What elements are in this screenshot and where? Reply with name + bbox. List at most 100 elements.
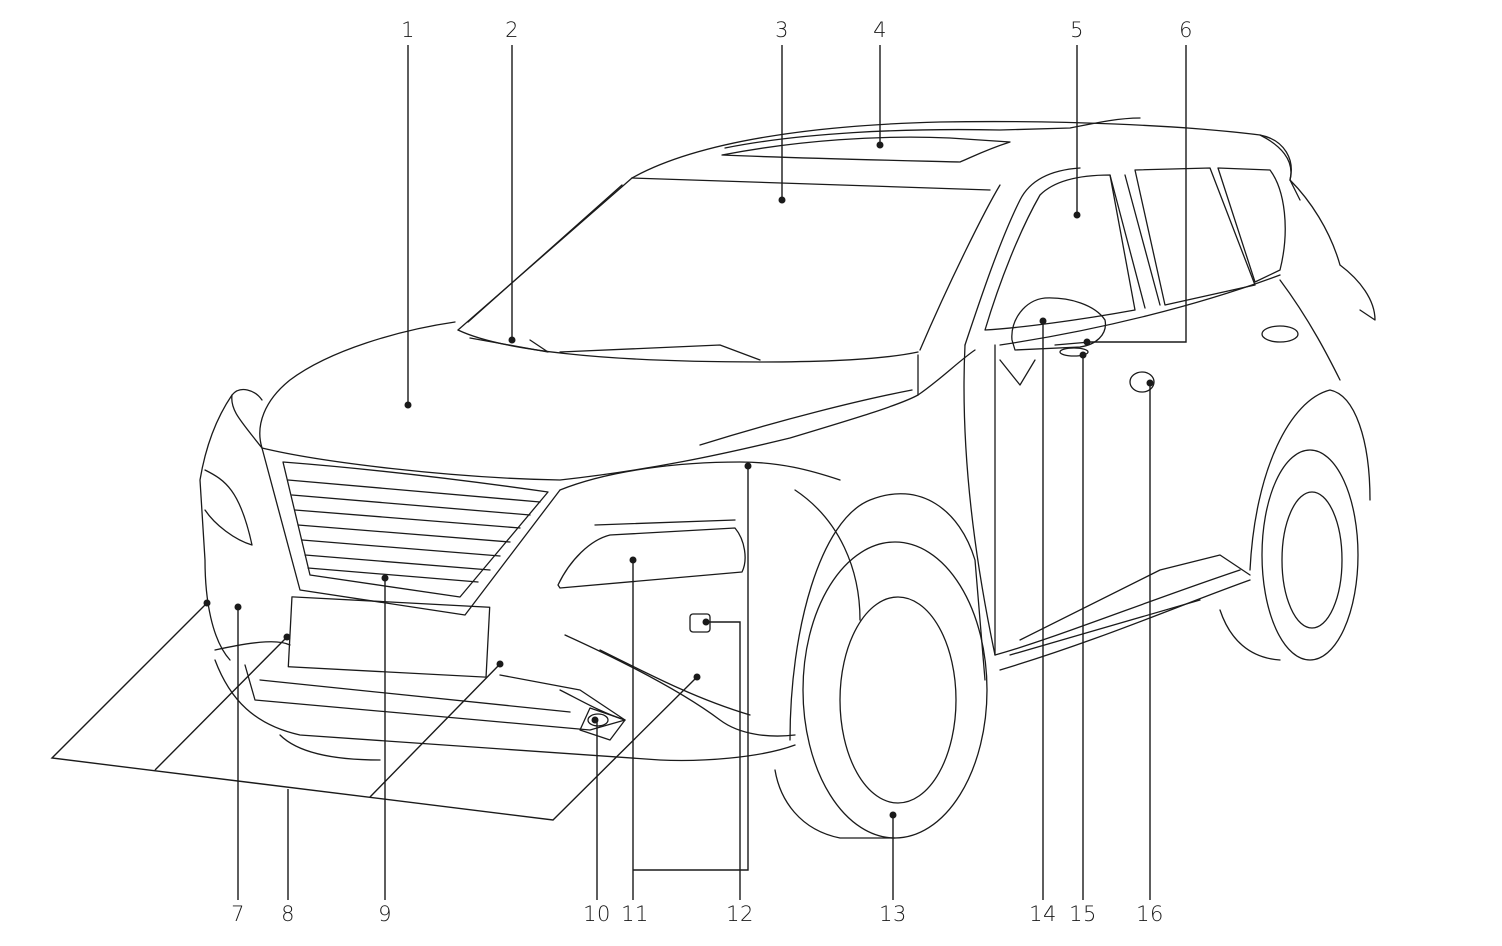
suv-line-drawing bbox=[199, 117, 1376, 839]
grille-bar bbox=[301, 539, 501, 557]
b-pillar-2 bbox=[1124, 174, 1161, 306]
front-door-body bbox=[963, 344, 996, 656]
tire-side bbox=[774, 769, 896, 839]
dot-16 bbox=[1146, 379, 1154, 387]
hood-edge bbox=[261, 394, 919, 481]
callout-label-14: 14 bbox=[1029, 902, 1057, 926]
grille-inner bbox=[282, 461, 549, 598]
lower-grille-inner bbox=[259, 679, 571, 713]
fuel-lid bbox=[1129, 371, 1155, 393]
front-lip-lower bbox=[279, 734, 381, 761]
dot-12b bbox=[702, 618, 710, 626]
grille-bar bbox=[297, 524, 511, 543]
dot-8d bbox=[693, 673, 701, 681]
grille-bar bbox=[291, 494, 531, 516]
sunroof bbox=[721, 136, 1011, 163]
left-headlight bbox=[231, 388, 263, 449]
rear-wheel-arch bbox=[1249, 389, 1371, 571]
grille-bar bbox=[304, 554, 491, 571]
callout-label-8: 8 bbox=[281, 902, 295, 926]
callout-label-3: 3 bbox=[775, 18, 789, 42]
mirror-base bbox=[999, 359, 1036, 386]
hood-outline bbox=[259, 321, 456, 449]
callout-label-12: 12 bbox=[726, 902, 754, 926]
rear-tire-side bbox=[1219, 609, 1281, 661]
rear-door-handle bbox=[1261, 325, 1299, 343]
rear-pillar bbox=[1289, 179, 1341, 266]
dot-6 bbox=[1083, 338, 1091, 346]
grille-bar bbox=[287, 479, 541, 503]
callout-label-9: 9 bbox=[378, 902, 392, 926]
dot-10 bbox=[591, 716, 599, 724]
callout-label-6: 6 bbox=[1179, 18, 1193, 42]
dot-2 bbox=[508, 336, 516, 344]
bumper-crease bbox=[564, 634, 796, 737]
fog-surround bbox=[579, 707, 626, 741]
grille-bar bbox=[294, 509, 521, 529]
body-side-upper bbox=[917, 349, 976, 396]
right-headlight bbox=[557, 527, 746, 589]
callout-label-5: 5 bbox=[1070, 18, 1084, 42]
rear-rim bbox=[1281, 491, 1343, 629]
body-side-lower bbox=[994, 569, 1241, 656]
window-beltline bbox=[999, 274, 1281, 346]
dot-8a bbox=[203, 599, 211, 607]
leader-8b bbox=[154, 636, 288, 771]
front-tire bbox=[802, 541, 988, 839]
windshield-top bbox=[631, 177, 991, 191]
dot-12a bbox=[744, 462, 752, 470]
dot-1 bbox=[404, 401, 412, 409]
side-step bbox=[1019, 554, 1251, 641]
dot-11 bbox=[629, 556, 637, 564]
callout-label-13: 13 bbox=[879, 902, 907, 926]
dot-4 bbox=[876, 141, 884, 149]
leader-12 bbox=[706, 621, 741, 900]
callout-label-16: 16 bbox=[1136, 902, 1164, 926]
rocker-panel bbox=[999, 579, 1251, 671]
b-pillar bbox=[1109, 174, 1146, 309]
fog-light bbox=[587, 713, 609, 727]
leader-6 bbox=[1087, 45, 1187, 343]
front-rim bbox=[839, 596, 957, 804]
dot-8b bbox=[283, 633, 291, 641]
rear-door-window bbox=[1134, 167, 1256, 306]
leader-8c bbox=[369, 663, 501, 798]
dot-5 bbox=[1073, 211, 1081, 219]
license-plate bbox=[287, 596, 491, 678]
rear-light bbox=[1339, 264, 1376, 321]
dot-7 bbox=[234, 603, 242, 611]
side-step-2 bbox=[1009, 599, 1201, 656]
roof-rail bbox=[724, 117, 1141, 149]
windshield-right-pillar bbox=[919, 184, 1001, 351]
dot-9 bbox=[381, 574, 389, 582]
callout-label-11: 11 bbox=[621, 902, 649, 926]
grille-outer bbox=[261, 447, 561, 616]
callout-label-1: 1 bbox=[401, 18, 415, 42]
hood-line bbox=[699, 389, 913, 446]
bumper-lower bbox=[214, 641, 291, 651]
lower-grille bbox=[244, 664, 626, 731]
callout-label-4: 4 bbox=[873, 18, 887, 42]
front-door-window bbox=[984, 174, 1136, 331]
wiper-right bbox=[559, 344, 761, 361]
leader-11-12 bbox=[633, 466, 749, 871]
front-port bbox=[689, 613, 711, 633]
rear-tire bbox=[1261, 449, 1359, 661]
rear-quarter bbox=[1279, 279, 1341, 381]
dot-3 bbox=[778, 196, 786, 204]
a-pillar bbox=[964, 167, 1081, 346]
dot-8c bbox=[496, 660, 504, 668]
front-door-handle bbox=[1059, 347, 1089, 357]
leader-10 bbox=[595, 719, 598, 900]
dot-13 bbox=[889, 811, 897, 819]
windshield-left-pillar-inner bbox=[467, 184, 623, 323]
left-fender-front bbox=[199, 394, 233, 661]
callout-label-2: 2 bbox=[505, 18, 519, 42]
callout-label-15: 15 bbox=[1069, 902, 1097, 926]
callout-label-7: 7 bbox=[231, 902, 245, 926]
leader-8 bbox=[50, 602, 698, 821]
rear-quarter-window bbox=[1217, 167, 1286, 283]
left-signal bbox=[204, 469, 253, 546]
